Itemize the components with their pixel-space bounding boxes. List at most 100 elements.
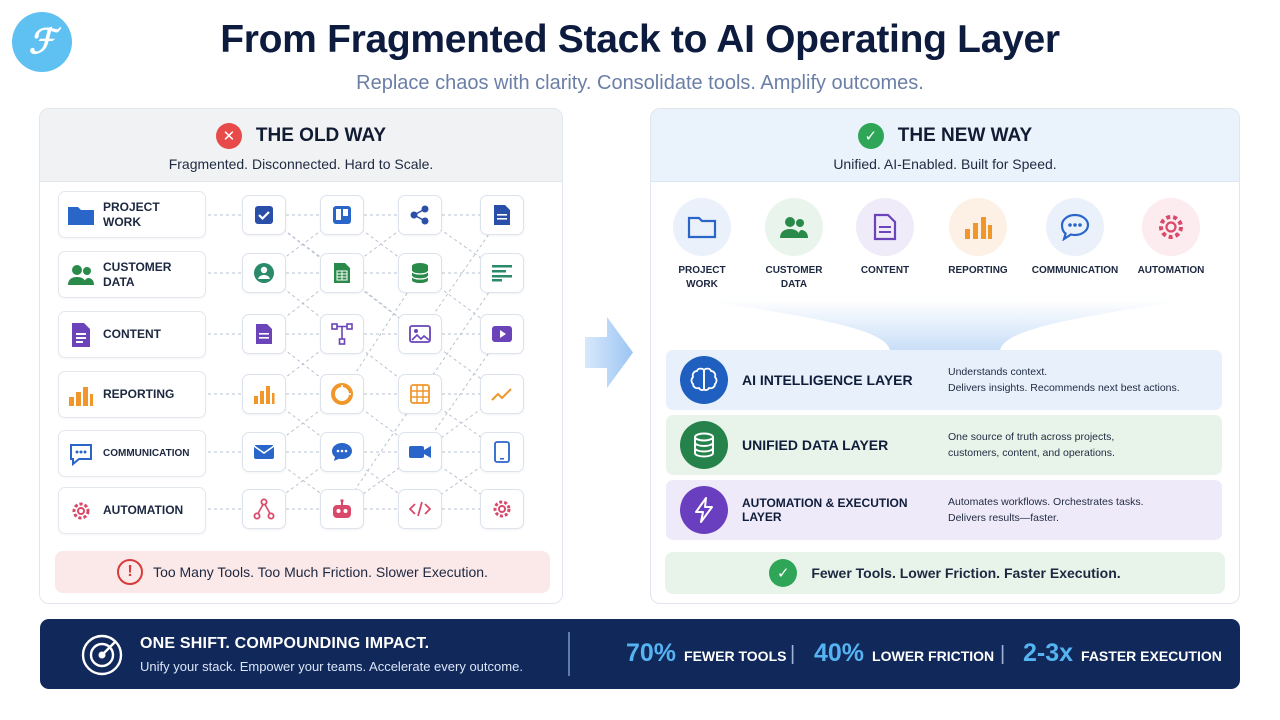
category-content: CONTENT: [837, 198, 933, 278]
stat-separator: |: [790, 643, 796, 665]
stat-faster-execution: 2-3x FASTER EXECUTION: [1023, 639, 1222, 668]
category-project-work: PROJECT WORK: [654, 198, 750, 292]
row-label: CUSTOMER: [103, 259, 172, 274]
old-way-subtitle: Fragmented. Disconnected. Hard to Scale.: [168, 156, 434, 172]
image-icon: [398, 314, 442, 354]
category-label: CONTENT: [860, 265, 910, 276]
old-way-panel: ✕ THE OLD WAY Fragmented. Disconnected. …: [39, 108, 563, 604]
database-icon: [398, 253, 442, 293]
database-icon: [680, 421, 728, 469]
brand-logo: ℱ: [12, 12, 72, 72]
gear-icon: [59, 499, 103, 523]
tablet-icon: [480, 432, 524, 472]
banner-subtitle: Unify your stack. Empower your teams. Ac…: [140, 659, 523, 674]
spreadsheet-icon: [320, 253, 364, 293]
trend-icon: [480, 374, 524, 414]
workflow-icon: [242, 489, 286, 529]
folder-icon: [59, 204, 103, 226]
new-way-subtitle: Unified. AI-Enabled. Built for Speed.: [833, 156, 1057, 172]
doc-icon: [480, 195, 524, 235]
stat-lower-friction: 40% LOWER FRICTION: [814, 639, 994, 668]
funnel-graphic: [700, 300, 1190, 352]
warning-text: Too Many Tools. Too Much Friction. Slowe…: [153, 564, 488, 580]
folder-icon: [673, 198, 731, 256]
lightning-icon: [680, 486, 728, 534]
row-reporting: REPORTING: [58, 371, 206, 418]
network-icon: [398, 195, 442, 235]
banner-title: ONE SHIFT. COMPOUNDING IMPACT.: [140, 635, 430, 652]
layer-desc: Delivers insights. Recommends next best …: [948, 382, 1180, 394]
users-icon: [765, 198, 823, 256]
impact-banner: ONE SHIFT. COMPOUNDING IMPACT. Unify you…: [40, 619, 1240, 689]
gear-icon: [1142, 198, 1200, 256]
stat-value: 2-3x: [1023, 639, 1074, 667]
x-circle-icon: ✕: [215, 123, 242, 149]
video-camera-icon: [398, 432, 442, 472]
stat-separator: |: [1000, 643, 1006, 665]
table-icon: [398, 374, 442, 414]
unified-data-layer: UNIFIED DATA LAYER One source of truth a…: [666, 415, 1222, 475]
chat-icon: [1046, 198, 1104, 256]
page-subtitle: Replace chaos with clarity. Consolidate …: [356, 72, 924, 94]
old-way-header: ✕ THE OLD WAY Fragmented. Disconnected. …: [40, 109, 562, 182]
gear-icon: [480, 489, 524, 529]
stat-label: FASTER EXECUTION: [1081, 648, 1222, 664]
automation-execution-layer: AUTOMATION & EXECUTION LAYER Automates w…: [666, 480, 1222, 540]
user-circle-icon: [242, 253, 286, 293]
new-way-result: ✓ Fewer Tools. Lower Friction. Faster Ex…: [665, 552, 1225, 594]
row-label: WORK: [103, 214, 141, 229]
document-icon: [242, 314, 286, 354]
stat-value: 40%: [814, 639, 865, 667]
stat-value: 70%: [626, 639, 677, 667]
layer-desc: customers, content, and operations.: [948, 447, 1115, 459]
target-icon: [81, 634, 123, 676]
row-label: DATA: [103, 274, 135, 289]
stat-label: LOWER FRICTION: [872, 648, 995, 664]
text-lines-icon: [480, 253, 524, 293]
row-content: CONTENT: [58, 311, 206, 358]
check-circle-icon: ✓: [769, 559, 798, 587]
category-label: PROJECT: [678, 265, 726, 276]
category-label: COMMUNICATION: [1031, 265, 1119, 276]
brain-icon: [680, 356, 728, 404]
bar-chart-icon: [59, 384, 103, 406]
check-circle-icon: ✓: [857, 123, 884, 149]
vector-icon: [320, 314, 364, 354]
category-label: DATA: [780, 279, 808, 290]
bar-chart-icon: [242, 374, 286, 414]
layer-title: UNIFIED DATA LAYER: [742, 437, 889, 453]
users-icon: [59, 264, 103, 286]
checkbox-icon: [242, 195, 286, 235]
robot-icon: [320, 489, 364, 529]
document-icon: [59, 322, 103, 348]
chat-icon: [320, 432, 364, 472]
stat-label: FEWER TOOLS: [684, 648, 787, 664]
video-icon: [480, 314, 524, 354]
old-way-warning: ! Too Many Tools. Too Much Friction. Slo…: [55, 551, 550, 593]
document-icon: [856, 198, 914, 256]
category-label: WORK: [686, 279, 718, 290]
new-way-header: ✓ THE NEW WAY Unified. AI-Enabled. Built…: [651, 109, 1239, 182]
alert-icon: !: [117, 559, 144, 585]
layer-desc: Automates workflows. Orchestrates tasks.: [948, 496, 1144, 508]
row-label: COMMUNICATION: [103, 448, 190, 459]
category-label: REPORTING: [948, 265, 1008, 276]
mail-icon: [242, 432, 286, 472]
arrow-right-icon: [585, 317, 633, 388]
bar-chart-icon: [949, 198, 1007, 256]
category-label: AUTOMATION: [1137, 265, 1205, 276]
banner-divider: [568, 632, 570, 676]
stat-fewer-tools: 70% FEWER TOOLS: [626, 639, 786, 668]
chat-icon: [59, 442, 103, 466]
result-text: Fewer Tools. Lower Friction. Faster Exec…: [811, 565, 1121, 581]
row-label: PROJECT: [103, 199, 160, 214]
new-way-title: THE NEW WAY: [897, 125, 1033, 146]
row-communication: COMMUNICATION: [58, 430, 206, 477]
category-reporting: REPORTING: [930, 198, 1026, 278]
layer-title: AI INTELLIGENCE LAYER: [742, 372, 913, 388]
logo-glyph: ℱ: [28, 22, 56, 62]
